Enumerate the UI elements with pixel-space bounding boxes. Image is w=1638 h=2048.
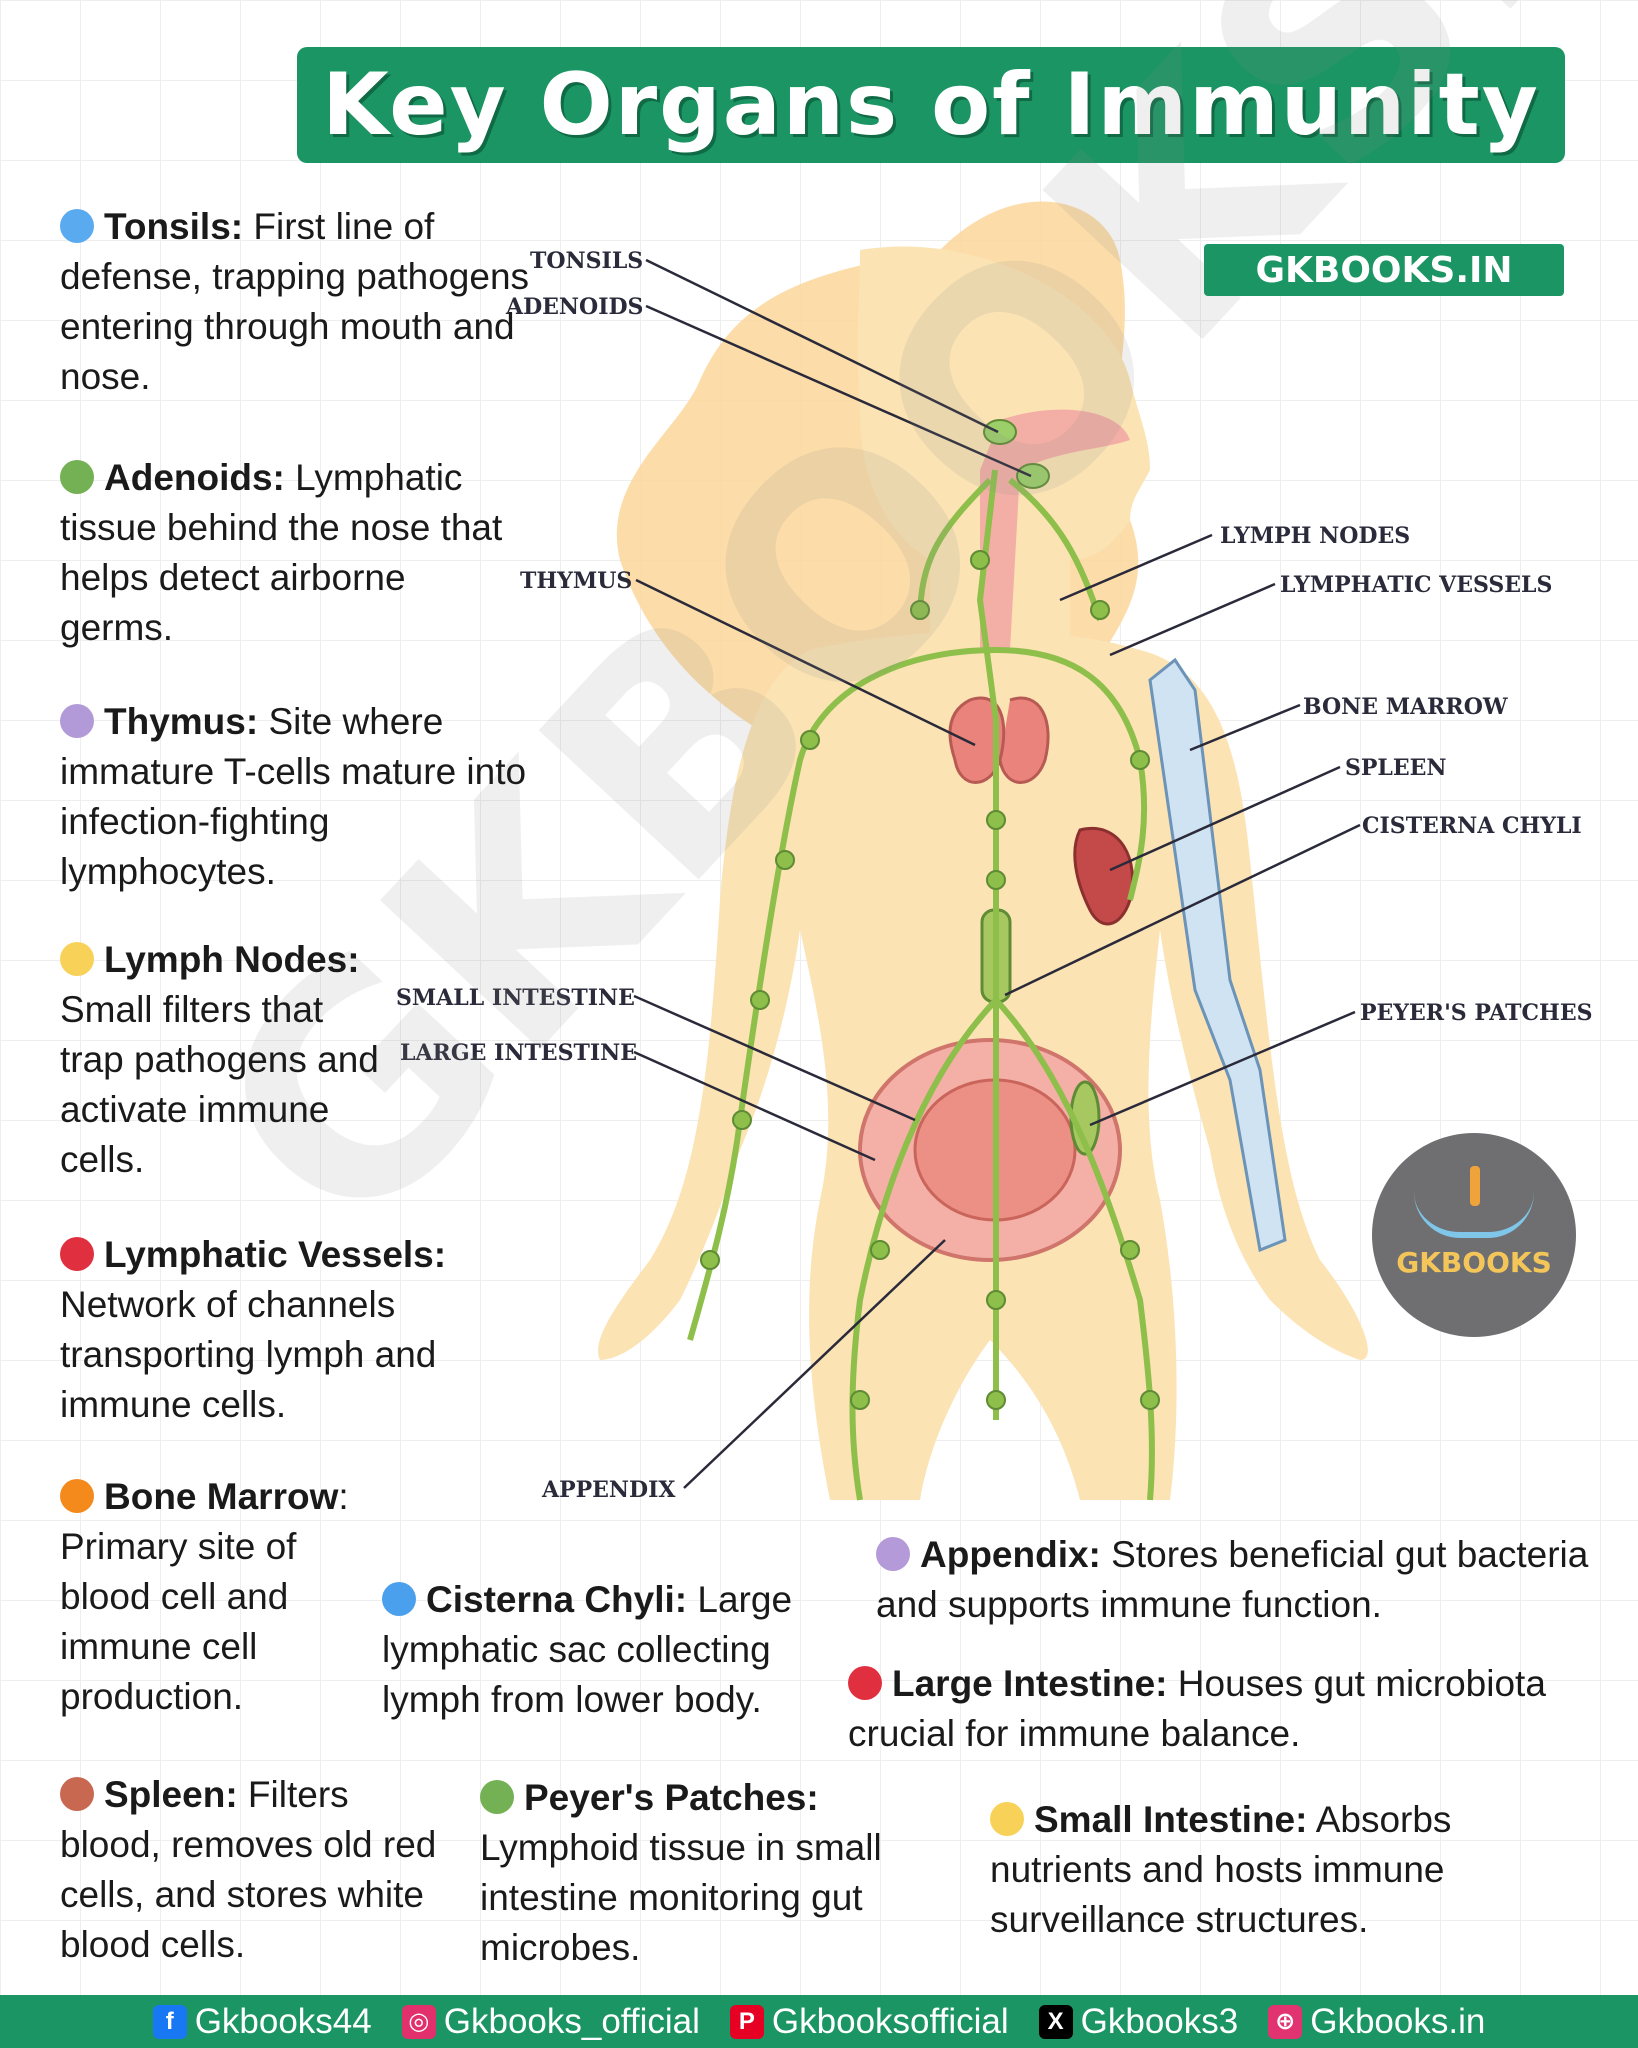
desc-peyers-patches-text: Lymphoid tissue in small intestine monit… [480, 1827, 882, 1968]
desc-cisterna-chyli-text: Large lymphatic sac collecting lymph fro… [382, 1579, 793, 1720]
desc-adenoids: Adenoids: Lymphatic tissue behind the no… [60, 453, 510, 653]
bullet-dot-icon [382, 1582, 416, 1616]
facebook-icon: f [152, 2004, 187, 2039]
desc-spleen-name: Spleen: [104, 1774, 238, 1815]
bullet-dot-icon [876, 1537, 910, 1571]
callout-lymphatic-vessels: LYMPHATIC VESSELS [1280, 572, 1552, 598]
desc-appendix-name: Appendix: [920, 1534, 1101, 1575]
desc-tonsils-name: Tonsils: [104, 206, 244, 247]
desc-appendix-text: Stores beneficial gut bacteria and suppo… [876, 1534, 1589, 1625]
desc-lymph-nodes: Lymph Nodes: Small filters that trap pat… [60, 935, 390, 1185]
arm-bone [1148, 657, 1287, 1253]
desc-tonsils-text: First line of defense, trapping pathogen… [60, 206, 530, 397]
bullet-dot-icon [60, 942, 94, 976]
site-badge: GKBOOKS.IN [1204, 244, 1564, 296]
desc-lymphatic-vessels-name: Lymphatic Vessels: [104, 1234, 447, 1275]
desc-thymus: Thymus: Site where immature T-cells matu… [60, 697, 530, 897]
callout-spleen: SPLEEN [1345, 755, 1447, 781]
callout-adenoids: ADENOIDS [505, 294, 643, 320]
pinterest-handle: Gkbooksofficial [771, 2001, 1009, 2041]
callout-cisterna-chyli: CISTERNA CHYLI [1362, 813, 1582, 839]
desc-large-intestine: Large Intestine: Houses gut microbiota c… [848, 1659, 1608, 1759]
desc-small-intestine-name: Small Intestine: [1034, 1799, 1308, 1840]
callout-bone-marrow: BONE MARROW [1303, 694, 1508, 720]
bullet-dot-icon [60, 1479, 94, 1513]
callout-thymus: THYMUS [520, 568, 632, 594]
bullet-dot-icon [60, 209, 94, 243]
desc-small-intestine: Small Intestine: Absorbs nutrients and h… [990, 1795, 1530, 1945]
desc-lymph-nodes-name: Lymph Nodes: [104, 939, 360, 980]
website-handle: Gkbooks.in [1310, 2001, 1486, 2041]
desc-bone-marrow: Bone Marrow: Primary site of blood cell … [60, 1472, 370, 1722]
website-link[interactable]: ⊕ Gkbooks.in [1268, 2002, 1485, 2042]
lymph-node-dots [700, 550, 1160, 1410]
x-handle: Gkbooks3 [1080, 2001, 1239, 2041]
facebook-handle: Gkbooks44 [194, 2001, 372, 2041]
desc-thymus-name: Thymus: [104, 701, 259, 742]
book-icon [1414, 1165, 1534, 1238]
page-title: Key Organs of Immunity [322, 55, 1540, 155]
spleen-organ [1073, 827, 1135, 926]
bullet-dot-icon [848, 1666, 882, 1700]
callout-large-intestine: LARGE INTESTINE [400, 1040, 637, 1066]
desc-large-intestine-name: Large Intestine: [892, 1663, 1168, 1704]
desc-lymphatic-vessels-text: Network of channels transporting lymph a… [60, 1284, 437, 1425]
bullet-dot-icon [60, 704, 94, 738]
desc-bone-marrow-text: : Primary site of blood cell and immune … [60, 1476, 349, 1717]
desc-appendix: Appendix: Stores beneficial gut bacteria… [876, 1530, 1621, 1630]
callout-tonsils: TONSILS [530, 248, 643, 274]
instagram-icon: ◎ [401, 2004, 436, 2039]
footer-bar: f Gkbooks44 ◎ Gkbooks_official P Gkbooks… [0, 1995, 1638, 2048]
desc-peyers-patches: Peyer's Patches: Lymphoid tissue in smal… [480, 1773, 940, 1973]
desc-thymus-text: Site where immature T-cells mature into … [60, 701, 527, 892]
globe-icon: ⊕ [1268, 2004, 1303, 2039]
callout-appendix: APPENDIX [541, 1477, 676, 1503]
callout-peyers-patches: PEYER'S PATCHES [1360, 1000, 1592, 1026]
desc-cisterna-chyli-name: Cisterna Chyli: [426, 1579, 688, 1620]
brand-logo: GKBOOKS [1372, 1133, 1576, 1337]
desc-small-intestine-text: Absorbs nutrients and hosts immune surve… [990, 1799, 1452, 1940]
pinterest-icon: P [729, 2004, 764, 2039]
desc-spleen-text: Filters blood, removes old red cells, an… [60, 1774, 437, 1965]
logo-text: GKBOOKS [1396, 1245, 1552, 1279]
x-icon: X [1038, 2004, 1073, 2039]
adenoid-organ [1016, 463, 1050, 489]
desc-tonsils: Tonsils: First line of defense, trapping… [60, 202, 540, 402]
x-link[interactable]: X Gkbooks3 [1038, 2001, 1239, 2042]
facebook-link[interactable]: f Gkbooks44 [152, 2001, 372, 2042]
desc-lymph-nodes-text: Small filters that trap pathogens and ac… [60, 989, 379, 1180]
bullet-dot-icon [60, 460, 94, 494]
desc-large-intestine-text: Houses gut microbiota crucial for immune… [848, 1663, 1546, 1754]
desc-adenoids-name: Adenoids: [104, 457, 285, 498]
bullet-dot-icon [60, 1777, 94, 1811]
tonsil-organ [983, 419, 1017, 445]
desc-bone-marrow-name: Bone Marrow [104, 1476, 339, 1517]
thymus-organ [948, 696, 1050, 784]
bullet-dot-icon [990, 1802, 1024, 1836]
desc-lymphatic-vessels: Lymphatic Vessels: Network of channels t… [60, 1230, 510, 1430]
desc-spleen: Spleen: Filters blood, removes old red c… [60, 1770, 450, 1970]
callout-lymph-nodes: LYMPH NODES [1220, 523, 1410, 549]
instagram-handle: Gkbooks_official [443, 2001, 700, 2041]
bullet-dot-icon [480, 1780, 514, 1814]
desc-adenoids-text: Lymphatic tissue behind the nose that he… [60, 457, 503, 648]
desc-peyers-patches-name: Peyer's Patches: [524, 1777, 819, 1818]
instagram-link[interactable]: ◎ Gkbooks_official [401, 2001, 700, 2042]
callout-lines [633, 258, 1361, 1489]
title-banner: Key Organs of Immunity [297, 47, 1565, 163]
callout-small-intestine: SMALL INTESTINE [396, 985, 635, 1011]
pinterest-link[interactable]: P Gkbooksofficial [729, 2001, 1009, 2042]
bullet-dot-icon [60, 1237, 94, 1271]
desc-cisterna-chyli: Cisterna Chyli: Large lymphatic sac coll… [382, 1575, 842, 1725]
